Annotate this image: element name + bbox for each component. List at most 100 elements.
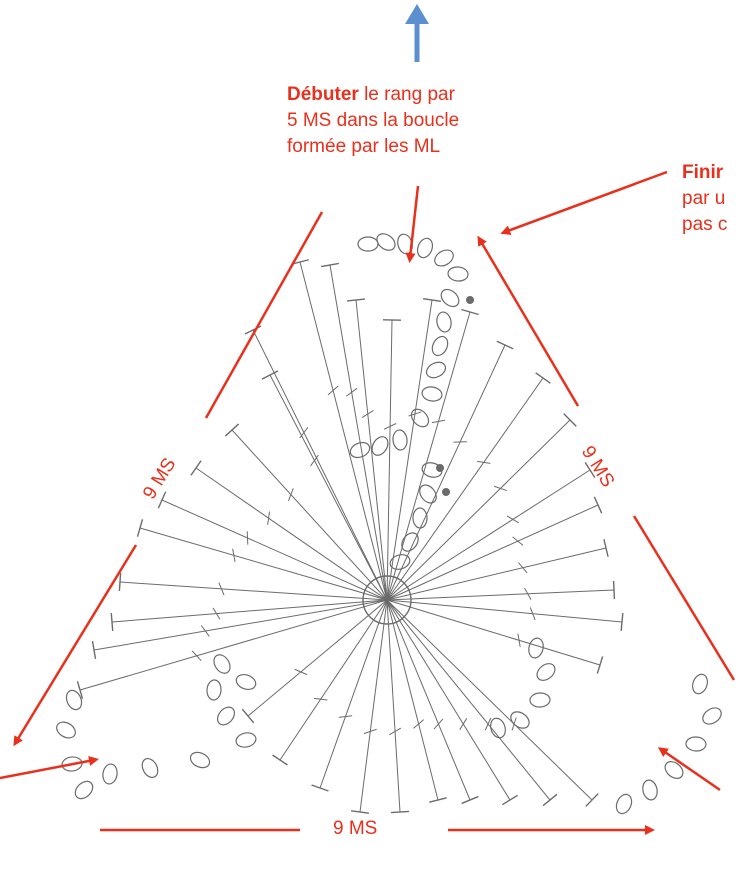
stitch-line [119, 581, 388, 601]
stitch-cap [157, 491, 167, 509]
stitch-line [386, 599, 601, 666]
left-side-arrow [13, 544, 138, 747]
stitch-cross [313, 697, 328, 701]
chain-stitch [401, 532, 419, 552]
chain-stitch [447, 266, 469, 282]
chain-stitch [392, 429, 408, 451]
annotation-arrows [0, 170, 736, 835]
chain-stitch [65, 689, 83, 711]
stitch-cross [459, 718, 468, 730]
stitch-cross [232, 548, 236, 563]
chain-stitch [416, 237, 434, 259]
stitch-cross [389, 727, 402, 736]
chain-stitch [216, 706, 236, 726]
bottom-side-label: 9 MS [333, 818, 378, 839]
chain-stitch [412, 507, 428, 529]
chain-stitch [410, 408, 430, 428]
finish-note-bold: Finir [682, 162, 724, 183]
slip-stitch-dot [466, 296, 474, 304]
chain-stitch [371, 436, 389, 456]
chain-stitch [376, 233, 396, 251]
stitch-line [386, 319, 393, 601]
stitch-cross [345, 387, 358, 397]
lower-left-arrow [0, 756, 99, 780]
stitch-line [329, 264, 388, 601]
stitch-line [386, 599, 439, 801]
stitch-cap [563, 413, 577, 427]
stitch-cross [431, 419, 446, 424]
stitch-cross [517, 633, 521, 647]
chain-stitch [529, 692, 551, 708]
chain-stitch [357, 236, 379, 252]
stitch-cap [118, 572, 122, 592]
stitch-cross [408, 411, 422, 417]
start-note-bold: Débuter [287, 84, 359, 105]
chain-stitch [419, 484, 437, 504]
stitch-cross [484, 717, 492, 731]
chain-stitch [510, 711, 530, 729]
stitch-line [111, 599, 388, 623]
arrow-up-icon [405, 4, 429, 62]
chain-stitch [425, 361, 447, 379]
chain-stitch [642, 779, 658, 801]
lower-right-arrow [657, 747, 721, 792]
chain-stitch [692, 673, 708, 695]
chain-stitch [664, 761, 684, 779]
chain-stitch [213, 654, 231, 674]
stitch-cross [518, 562, 528, 574]
stitch-cap [612, 580, 616, 600]
stitch-cap [461, 308, 479, 316]
stitch-cap [346, 298, 366, 302]
stitch-line [386, 299, 433, 601]
stitch-line [386, 599, 511, 801]
stitch-cap [585, 793, 599, 807]
chain-stitch [235, 673, 257, 691]
stitch-cap [593, 496, 603, 514]
stitch-line [386, 469, 591, 601]
stitch-line [386, 344, 506, 601]
stitch-cross [493, 485, 507, 492]
stitch-cap [110, 612, 114, 632]
stitch-line [269, 374, 388, 601]
chain-stitch [436, 311, 452, 333]
finish-note-arrow [500, 170, 668, 235]
stitch-line [139, 527, 388, 601]
chain-stitch [141, 757, 159, 779]
stitch-cross [267, 511, 271, 525]
stitch-cap [603, 539, 609, 557]
stitch-cross [477, 460, 491, 464]
chain-stitch [74, 780, 94, 800]
stitch-cap [390, 810, 410, 814]
stitch-cross [506, 515, 519, 524]
chain-stitch [440, 288, 460, 308]
stitch-cap [501, 794, 519, 806]
chain-stitch [702, 707, 722, 725]
chain-stitch [421, 386, 443, 402]
stitch-line [79, 599, 388, 691]
right-side-line [632, 515, 736, 681]
stitch-line [386, 311, 471, 601]
stitch-cap [596, 656, 604, 674]
stitch-cap [261, 370, 279, 380]
stitch-line [386, 599, 551, 801]
chain-stitch [434, 249, 454, 267]
stitch-line [386, 377, 544, 601]
chain-stitch [528, 637, 544, 659]
start-note-line2: 5 MS dans la boucle [287, 110, 460, 131]
finish-note-line2: par u [682, 188, 726, 209]
stitch-cap [91, 641, 97, 659]
stitch-cap [535, 372, 551, 384]
stitch-cross [191, 650, 202, 662]
stitch-cross [246, 531, 249, 545]
finish-note: Finir par u pas c [682, 160, 727, 238]
stitch-cap [542, 793, 558, 807]
stitch-line [386, 547, 607, 601]
stitch-cap [76, 681, 84, 699]
stitch-cap [429, 797, 447, 803]
stitch-line [355, 299, 388, 601]
stitch-cross [288, 488, 294, 502]
stitch-line [195, 467, 388, 601]
stitch-cross [413, 719, 425, 729]
chain-stitch [685, 736, 707, 752]
stitch-line [247, 599, 388, 717]
